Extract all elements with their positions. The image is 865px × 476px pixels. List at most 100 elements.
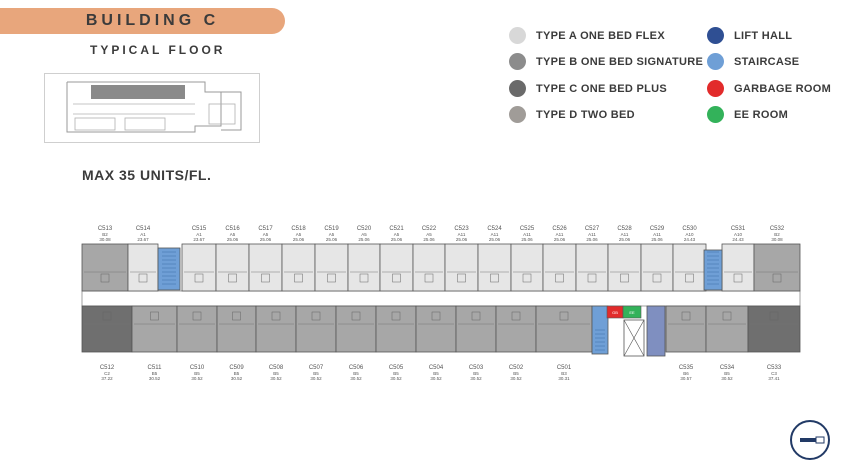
unit-bath — [327, 273, 336, 283]
unit-c521 — [379, 243, 414, 292]
unit-bath — [457, 273, 466, 283]
unit-code: C501 — [557, 365, 572, 371]
unit-area: 25.06 — [489, 237, 501, 242]
unit-bath — [311, 311, 321, 321]
unit-c515 — [181, 243, 217, 292]
unit-type: C2 — [104, 371, 110, 376]
building-title: BUILDING C — [85, 12, 220, 29]
legend-type-a: TYPE A ONE BED FLEX — [509, 27, 665, 44]
unit-c501 — [535, 305, 593, 353]
unit-area: 25.06 — [227, 237, 239, 242]
ee-room — [622, 305, 642, 319]
unit-type: A11 — [458, 232, 466, 237]
unit-area: 30.52 — [231, 376, 243, 381]
unit-c531 — [721, 243, 755, 292]
unit-c516 — [215, 243, 250, 292]
unit-area: 25.06 — [423, 237, 435, 242]
unit-type: B5 — [513, 371, 519, 376]
unit-area: 30.52 — [270, 376, 282, 381]
unit-c532 — [753, 243, 801, 292]
unit-type: B2 — [774, 232, 780, 237]
unit-type: A10 — [734, 232, 743, 237]
unit-bath — [511, 311, 521, 321]
unit-type: B5 — [152, 371, 158, 376]
unit-type: B3 — [561, 371, 567, 376]
unit-c503 — [455, 305, 497, 353]
unit-bath — [620, 273, 629, 283]
unit-bath — [391, 311, 401, 321]
unit-code: C531 — [731, 226, 746, 232]
unit-code: C535 — [679, 365, 694, 371]
unit-area: 25.06 — [554, 237, 566, 242]
unit-code: C514 — [136, 226, 151, 232]
unit-area: 30.08 — [99, 237, 111, 242]
legend-lift-hall: LIFT HALL — [707, 27, 792, 44]
unit-type: A1 — [140, 232, 146, 237]
unit-type: A11 — [653, 232, 661, 237]
max-units-label: MAX 35 UNITS/FL. — [82, 167, 212, 183]
unit-area: 30.31 — [558, 376, 570, 381]
unit-type: B5 — [353, 371, 359, 376]
unit-code: C505 — [389, 365, 404, 371]
unit-bath — [359, 273, 369, 283]
unit-code: C526 — [552, 226, 567, 232]
unit-code: C527 — [585, 226, 600, 232]
corridor — [81, 290, 801, 307]
unit-area: 30.57 — [680, 376, 692, 381]
staircase-dot — [707, 53, 724, 70]
unit-bath — [232, 311, 241, 321]
unit-code: C510 — [190, 365, 205, 371]
garbage-room-code: GB — [612, 310, 618, 315]
unit-c509 — [216, 305, 257, 353]
lift-hall-dot — [707, 27, 724, 44]
unit-c522 — [412, 243, 446, 292]
unit-area: 23.67 — [137, 237, 149, 242]
unit-type: C3 — [771, 371, 777, 376]
unit-c504 — [415, 305, 457, 353]
unit-type: B5 — [313, 371, 319, 376]
lift-cross — [623, 319, 645, 357]
unit-c529 — [640, 243, 674, 292]
unit-c527 — [575, 243, 609, 292]
unit-c534 — [705, 305, 749, 353]
unit-code: C508 — [269, 365, 284, 371]
unit-bath — [138, 273, 148, 283]
unit-bath — [424, 273, 434, 283]
unit-code: C502 — [509, 365, 524, 371]
unit-c513 — [81, 243, 129, 292]
compass-icon — [790, 420, 830, 460]
unit-type: B5 — [234, 371, 240, 376]
unit-type: A5 — [361, 232, 367, 237]
unit-code: C522 — [422, 226, 437, 232]
unit-bath — [294, 273, 303, 283]
unit-area: 30.52 — [191, 376, 203, 381]
unit-code: C512 — [100, 365, 115, 371]
unit-bath — [522, 273, 532, 283]
unit-code: C515 — [192, 226, 207, 232]
unit-code: C528 — [617, 226, 632, 232]
unit-c528 — [607, 243, 642, 292]
unit-bath — [471, 311, 481, 321]
unit-c525 — [510, 243, 544, 292]
unit-type: A11 — [556, 232, 564, 237]
unit-bath — [194, 273, 204, 283]
unit-bath — [431, 311, 441, 321]
unit-code: C523 — [454, 226, 469, 232]
legend-label: TYPE C ONE BED PLUS — [536, 82, 667, 95]
unit-type: A5 — [329, 232, 335, 237]
unit-bath — [150, 311, 159, 321]
unit-c502 — [495, 305, 537, 353]
unit-code: C534 — [720, 365, 735, 371]
unit-area: 30.52 — [390, 376, 402, 381]
unit-bath — [192, 311, 202, 321]
unit-area: 25.06 — [293, 237, 305, 242]
unit-c520 — [347, 243, 381, 292]
unit-code: C533 — [767, 365, 782, 371]
unit-c526 — [542, 243, 577, 292]
legend-garbage-room: GARBAGE ROOM — [707, 80, 831, 97]
unit-type: A5 — [263, 232, 269, 237]
compass-tip — [815, 436, 825, 444]
unit-type: A5 — [230, 232, 236, 237]
unit-area: 25.06 — [619, 237, 631, 242]
